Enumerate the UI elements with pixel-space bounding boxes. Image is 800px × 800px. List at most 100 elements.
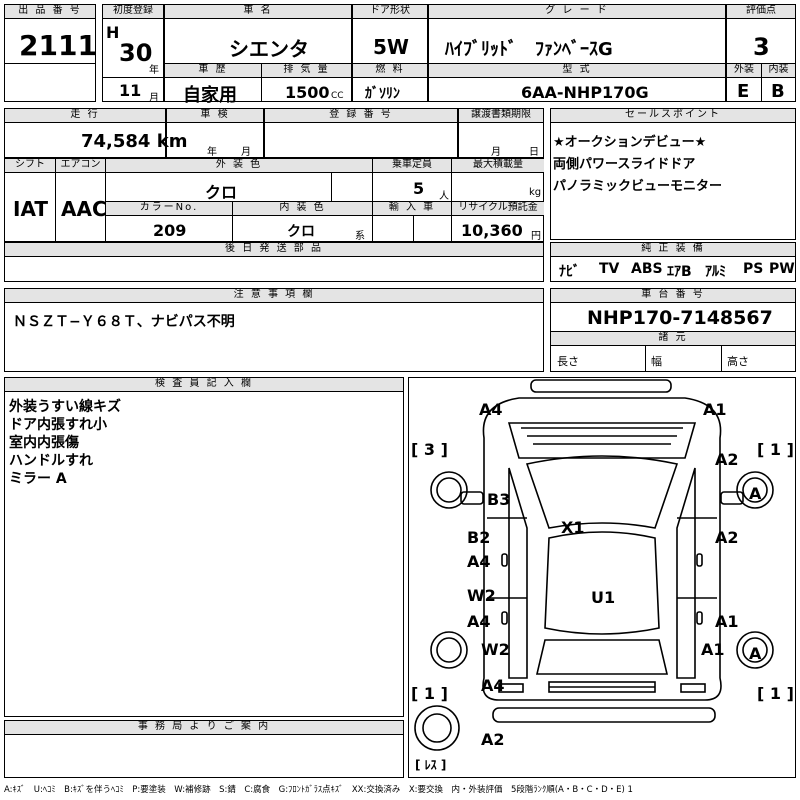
inspector-line: ミラー A: [9, 471, 67, 487]
sales-point: ★オークションデビュー★: [553, 135, 707, 150]
length-label: 長さ: [557, 355, 579, 368]
shift: IAT: [13, 197, 49, 221]
sales-points-label: セールスポイント: [551, 109, 795, 123]
dimensions-label: 諸 元: [551, 332, 795, 346]
month-unit: 月: [149, 93, 159, 104]
recycle-fee: 10,360: [461, 221, 523, 240]
interior-color: クロ: [287, 224, 315, 240]
seats: 5: [413, 179, 425, 198]
inspector-line: ドア内張すれ小: [9, 417, 107, 433]
color-no-label: カラーNo.: [106, 202, 232, 216]
model-type: 6AA-NHP170G: [521, 83, 649, 102]
color-no: 209: [153, 221, 187, 240]
notes-box: 注 意 事 項 欄 ＮＳＺＴ−Ｙ６８Ｔ、ナビパス不明: [4, 288, 544, 372]
tag-1-top: [ 1 ]: [757, 440, 794, 459]
interior-color-label: 内 装 色: [233, 202, 372, 216]
damage-a-right-top: A: [749, 484, 762, 503]
damage-u1: U1: [591, 588, 616, 607]
grade: ﾊｲﾌﾞﾘｯﾄﾞ ﾌｧﾝﾍﾞｰｽG: [445, 39, 613, 60]
damage-a4-top: A4: [479, 400, 503, 419]
chassis-number: NHP170-7148567: [587, 307, 773, 329]
color-label: 外 装 色: [106, 159, 372, 173]
inspector-label: 検 査 員 記 入 欄: [5, 378, 403, 392]
displacement-unit: CC: [331, 91, 344, 101]
type-label: 型 式: [429, 64, 725, 78]
inspection-label: 車 検: [167, 109, 263, 123]
damage-w2-bottom: W2: [481, 640, 510, 659]
mileage-label: 走 行: [5, 109, 165, 123]
air-conditioner: AAC: [61, 197, 107, 221]
first-registration-label: 初度登録: [103, 5, 163, 19]
ac-label: エアコン: [55, 159, 105, 173]
seats-unit: 人: [439, 191, 449, 202]
year-unit: 年: [149, 65, 159, 76]
tag-1-left: [ 1 ]: [411, 684, 448, 703]
damage-a2-bottom: A2: [481, 730, 505, 749]
equipment-pw: PW: [769, 261, 795, 277]
transfer-label: 譲渡書類期限: [459, 109, 543, 123]
damage-a4-left-2: A4: [467, 612, 491, 631]
damage-a2-mid: A2: [715, 528, 739, 547]
damage-a1-mid: A1: [715, 612, 739, 631]
width-label: 幅: [651, 355, 662, 368]
history: 自家用: [183, 85, 237, 106]
import-label: 輸 入 車: [373, 202, 451, 216]
damage-w2-left: W2: [467, 586, 496, 605]
equipment-navi: ﾅﾋﾞ: [559, 264, 580, 280]
interior-color-unit: 系: [355, 231, 365, 242]
displacement: 1500: [285, 83, 330, 102]
fuel-label: 燃 料: [353, 64, 427, 78]
sales-point: パノラミックビューモニター: [553, 179, 723, 194]
damage-a1-right: A1: [701, 640, 725, 659]
mileage: 74,584 km: [81, 131, 188, 152]
office-label: 事 務 局 よ り ご 案 内: [5, 721, 403, 735]
tag-3: [ 3 ]: [411, 440, 448, 459]
grade-label: グ レ ー ド: [429, 5, 725, 19]
sales-point: 両側パワースライドドア: [553, 157, 696, 172]
displacement-label: 排 気 量: [261, 64, 351, 78]
door-box: ドア形状 5W 燃 料 ｶﾞｿﾘﾝ: [352, 4, 428, 102]
transfer-box: 譲渡書類期限 月 日: [458, 108, 544, 158]
lot-number-label: 出 品 番 号: [5, 5, 95, 19]
damage-a4-left-1: A4: [467, 552, 491, 571]
score-box: 評価点 3 外装 内装 E B: [726, 4, 796, 102]
chassis-box: 車 台 番 号 NHP170-7148567 諸 元 長さ 幅 高さ: [550, 288, 796, 372]
height-label: 高さ: [727, 355, 749, 368]
equipment-airbag: ｴｱB: [667, 264, 692, 280]
transfer-day-unit: 日: [529, 147, 539, 158]
tag-1-right: [ 1 ]: [757, 684, 794, 703]
equipment-label: 純 正 装 備: [551, 243, 795, 257]
regno-box: 登 録 番 号: [264, 108, 458, 158]
model-box: 車 名 シエンタ 車 歴 排 気 量 自家用 1500 CC: [164, 4, 352, 106]
score: 3: [753, 33, 770, 61]
damage-a4-bottom: A4: [481, 676, 505, 695]
inspection-year-unit: 年: [207, 147, 217, 158]
reg-year: 30: [119, 39, 153, 67]
spec-box: シフト エアコン IAT AAC 外 装 色 クロ 乗車定員 5 人 最大積載量…: [4, 158, 544, 242]
inspection-month-unit: 月: [241, 147, 251, 158]
load-unit: kg: [529, 187, 542, 198]
door-type: 5W: [373, 35, 409, 59]
damage-b3: B3: [487, 490, 511, 509]
damage-a-right-bottom: A: [749, 644, 762, 663]
seats-label: 乗車定員: [373, 159, 451, 173]
regno-label: 登 録 番 号: [265, 109, 457, 123]
inspection-box: 車 検 年 月: [166, 108, 264, 158]
inspector-box: 検 査 員 記 入 欄 外装うすい線キズ ドア内張すれ小 室内内張傷 ハンドルす…: [4, 377, 404, 717]
office-box: 事 務 局 よ り ご 案 内: [4, 720, 404, 778]
color: クロ: [205, 183, 238, 202]
grade-box: グ レ ー ド ﾊｲﾌﾞﾘｯﾄﾞ ﾌｧﾝﾍﾞｰｽG 型 式 6AA-NHP170…: [428, 4, 726, 102]
car-outline: [414, 379, 774, 751]
equipment-tv: TV: [599, 261, 620, 277]
fuel: ｶﾞｿﾘﾝ: [365, 86, 400, 102]
model-name: シエンタ: [229, 37, 309, 61]
damage-b2: B2: [467, 528, 491, 547]
damage-a1-top: A1: [703, 400, 727, 419]
door-label: ドア形状: [353, 5, 427, 19]
exterior-label: 外装: [727, 64, 761, 78]
recycle-unit: 円: [531, 231, 541, 242]
notes-text: ＮＳＺＴ−Ｙ６８Ｔ、ナビパス不明: [13, 314, 235, 330]
equipment-box: 純 正 装 備 ﾅﾋﾞ TV ABS ｴｱB ｱﾙﾐ PS PW: [550, 242, 796, 282]
transfer-month-unit: 月: [491, 147, 501, 158]
equipment-ps: PS: [743, 261, 764, 277]
